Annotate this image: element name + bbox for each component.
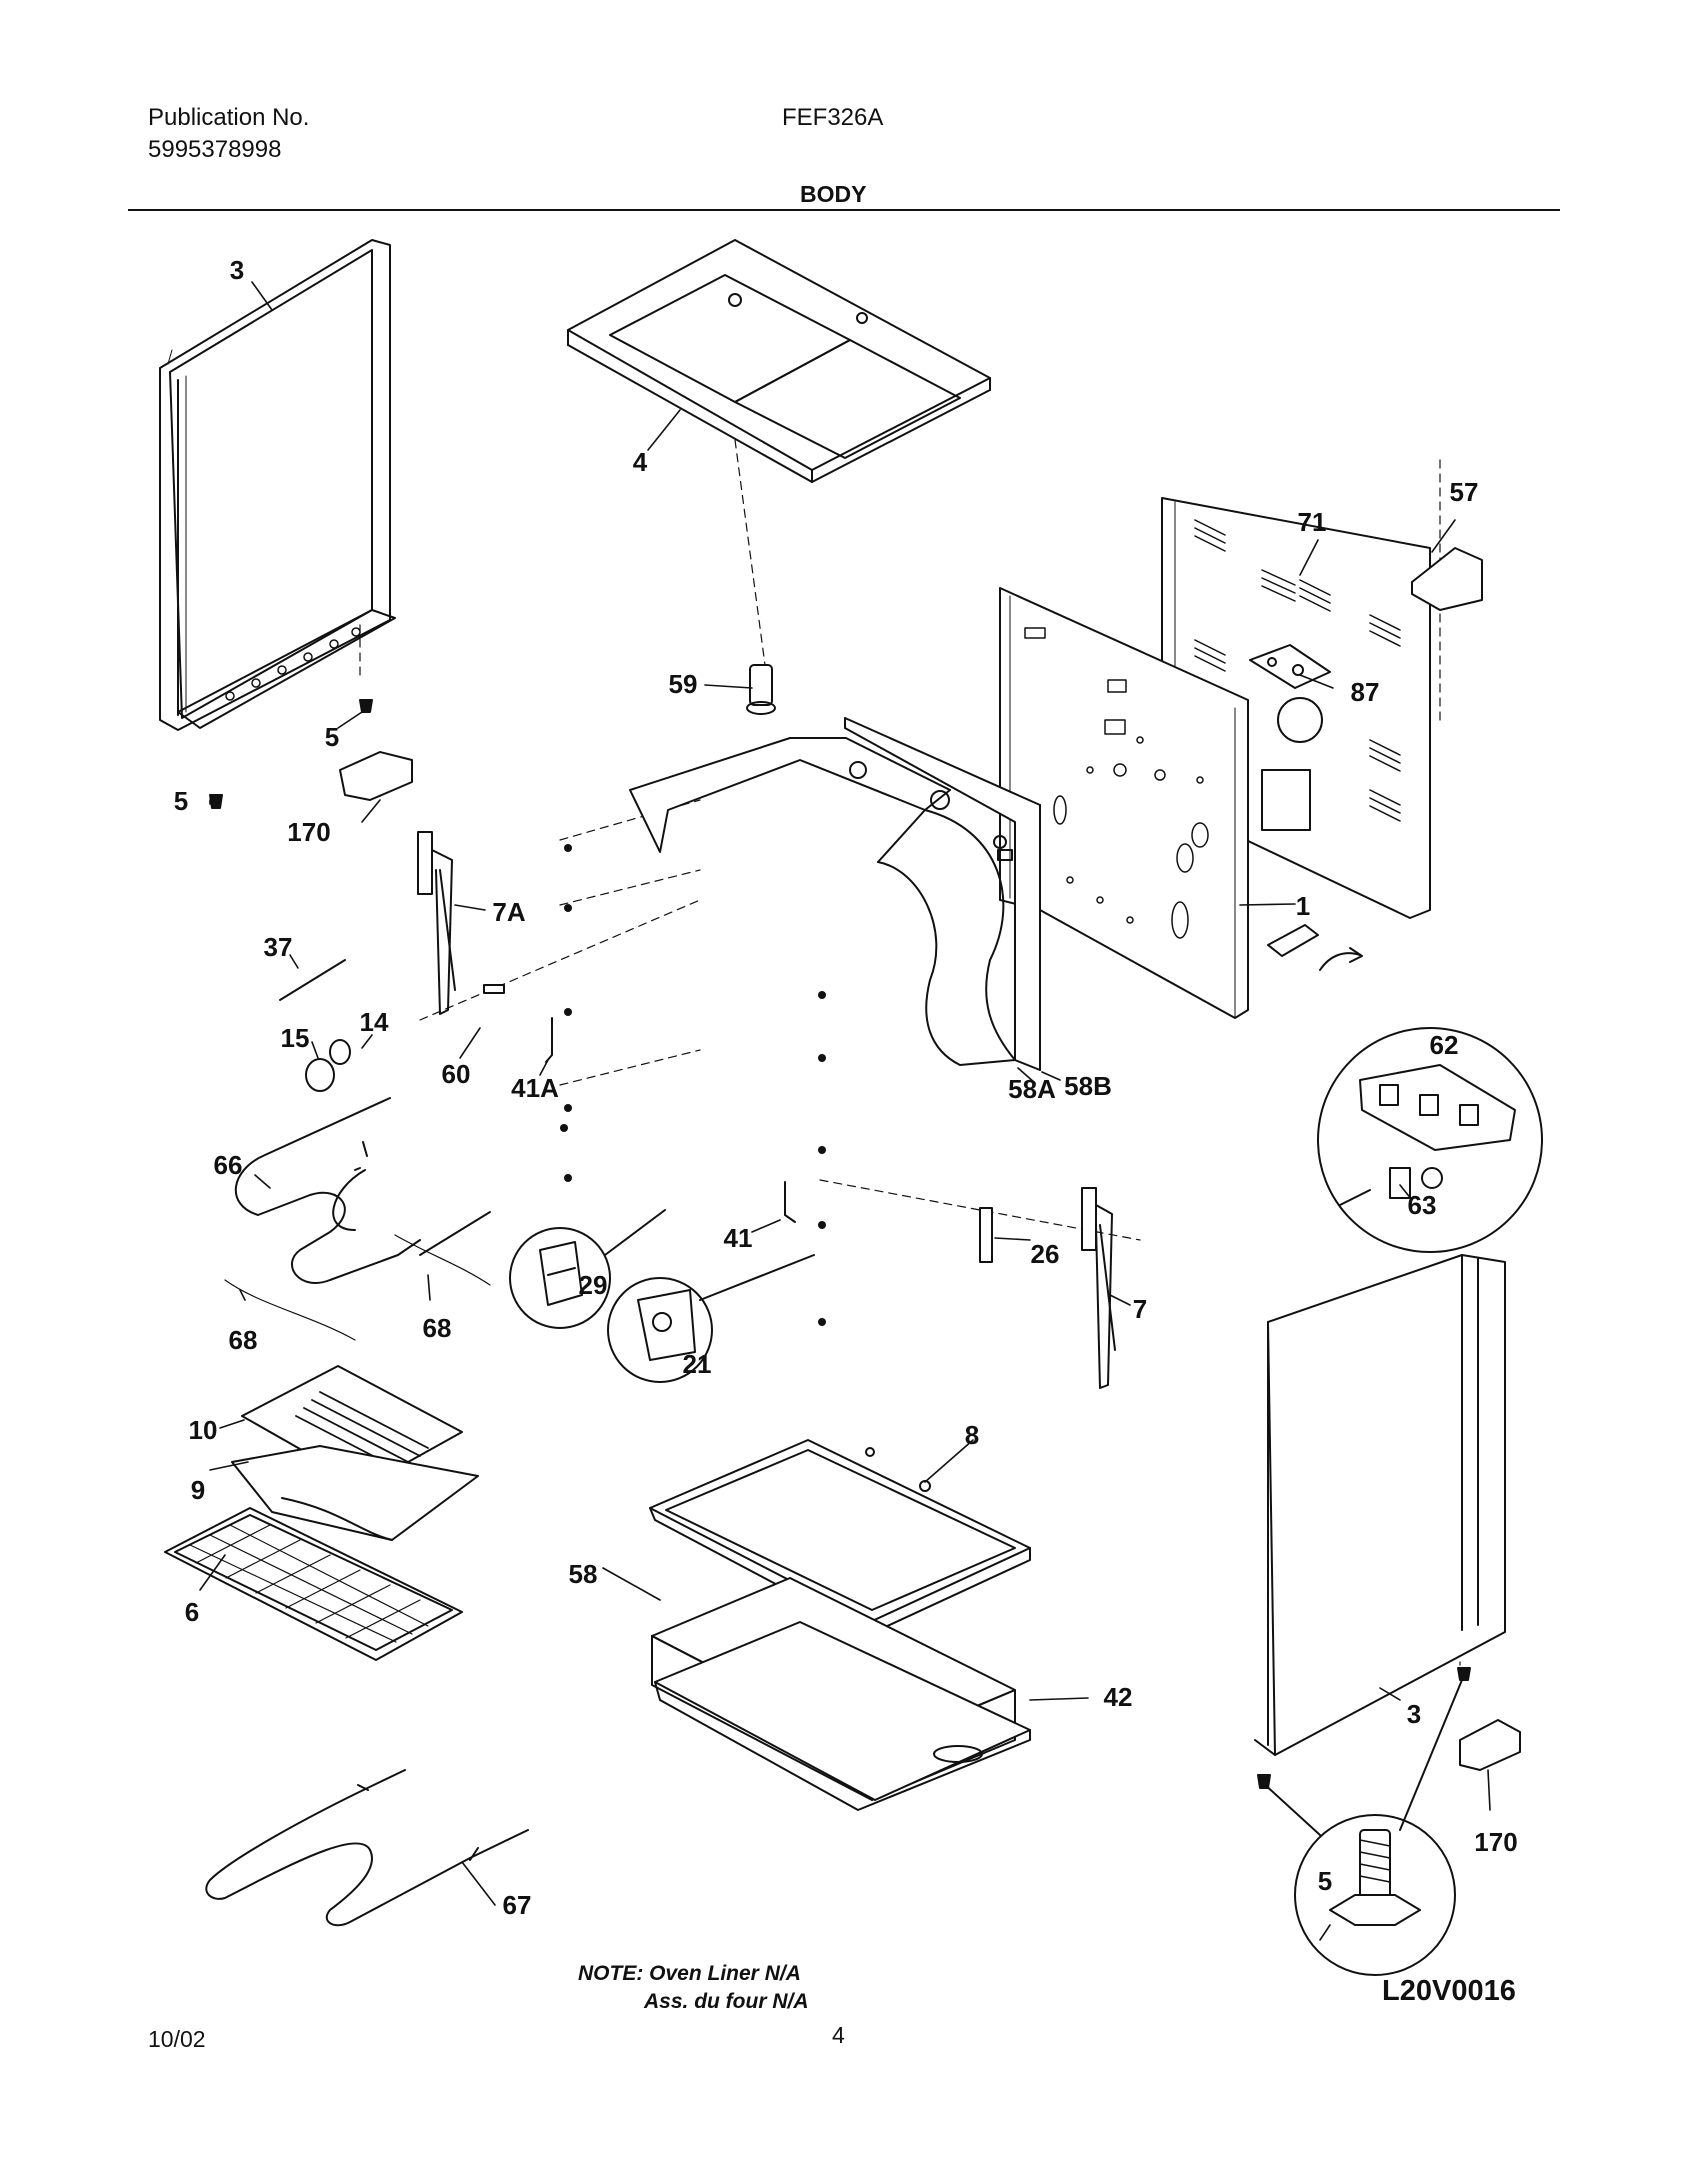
callout-63: 63 [1407, 1190, 1437, 1220]
callout-58: 58 [568, 1559, 598, 1589]
callout-4: 4 [632, 447, 648, 477]
note-line-2: Ass. du four N/A [644, 1990, 809, 2013]
callout-59: 59 [668, 669, 698, 699]
callout-42: 42 [1103, 1682, 1133, 1712]
callout-5-left: 5 [173, 786, 189, 816]
broil-pan-insert [241, 1365, 463, 1487]
leveling-leg-detail [1261, 1679, 1463, 1976]
callout-8: 8 [964, 1420, 980, 1450]
callout-87: 87 [1350, 677, 1380, 707]
detail-21 [607, 1254, 815, 1383]
callout-62: 62 [1429, 1030, 1459, 1060]
callout-58B: 58B [1064, 1071, 1112, 1101]
callout-7: 7 [1132, 1294, 1148, 1324]
callout-15: 15 [280, 1023, 310, 1053]
page-number: 4 [832, 2022, 845, 2048]
section-title: BODY [800, 181, 867, 207]
callout-5-upper: 5 [324, 722, 340, 752]
callout-26: 26 [1030, 1239, 1060, 1269]
callout-3-right: 3 [1406, 1699, 1422, 1729]
callout-68-left: 68 [228, 1325, 258, 1355]
broil-element [234, 1097, 491, 1284]
oven-front-frame [629, 717, 1041, 1071]
light-parts [279, 959, 351, 1092]
footer-date: 10/02 [148, 2026, 206, 2052]
publication-number: 5995378998 [148, 136, 282, 163]
bottom-tray [654, 1621, 1031, 1811]
callout-5-detail: 5 [1317, 1866, 1333, 1896]
callout-37: 37 [263, 932, 293, 962]
bake-element [205, 1769, 529, 1927]
label-plate [1411, 547, 1483, 611]
oven-rack [164, 1507, 463, 1661]
vent-cover [1249, 644, 1331, 689]
callout-7A: 7A [492, 897, 526, 927]
header-rule [128, 209, 1560, 211]
publication-label: Publication No. [148, 104, 310, 131]
door-hinge-left [417, 831, 456, 1015]
callout-170-left: 170 [287, 817, 331, 847]
anti-tip-bracket [339, 751, 1521, 1771]
callout-14: 14 [359, 1007, 389, 1037]
callout-71: 71 [1297, 507, 1327, 537]
brackets [483, 984, 993, 1263]
screws [560, 844, 826, 1326]
back-panel [999, 587, 1249, 1019]
callout-67: 67 [502, 1890, 532, 1920]
door-hinge-right [1081, 1187, 1116, 1389]
callout-68-right: 68 [422, 1313, 452, 1343]
callout-21: 21 [682, 1349, 712, 1379]
callout-66: 66 [213, 1150, 243, 1180]
callout-29: 29 [578, 1270, 608, 1300]
callout-6: 6 [184, 1597, 200, 1627]
callout-58A: 58A [1008, 1074, 1056, 1104]
top-panel [567, 239, 991, 483]
callout-60: 60 [441, 1059, 471, 1089]
detail-29 [509, 1209, 666, 1329]
insulation-wire [224, 1234, 491, 1341]
broil-pan [231, 1445, 479, 1541]
diagram-code: L20V0016 [1382, 1975, 1516, 2007]
callout-41A: 41A [511, 1073, 559, 1103]
model-number: FEF326A [782, 104, 884, 131]
callout-41: 41 [723, 1223, 753, 1253]
callout-9: 9 [190, 1475, 206, 1505]
callout-10: 10 [188, 1415, 218, 1445]
callout-3-left: 3 [229, 255, 245, 285]
callout-170-right: 170 [1474, 1827, 1518, 1857]
left-side-panel [159, 239, 396, 731]
terminal-block-detail [1267, 924, 1543, 1253]
leveling-legs [209, 699, 1471, 1789]
callout-1: 1 [1295, 891, 1311, 921]
callout-57: 57 [1449, 477, 1479, 507]
right-side-panel [1254, 1254, 1506, 1756]
leader-lines [199, 281, 1491, 1941]
stud [746, 664, 776, 715]
note-line-1: NOTE: Oven Liner N/A [578, 1962, 801, 1985]
